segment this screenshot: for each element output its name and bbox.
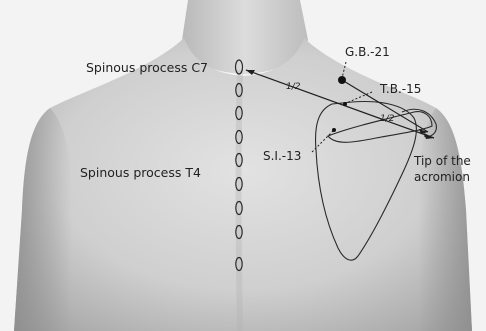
label-tb15: T.B.-15 xyxy=(379,82,421,96)
label-spinous-t4: Spinous process T4 xyxy=(80,165,201,180)
label-acromion-line1: Tip of the xyxy=(413,154,471,168)
label-half-right: 1/2 xyxy=(380,114,395,124)
label-gb21: G.B.-21 xyxy=(345,45,390,59)
label-si13: S.I.-13 xyxy=(263,149,301,163)
point-gb21 xyxy=(338,76,346,84)
point-tb15 xyxy=(343,102,347,106)
label-spinous-c7: Spinous process C7 xyxy=(86,60,208,75)
point-si13 xyxy=(332,128,336,132)
label-acromion-line2: acromion xyxy=(414,170,470,184)
spine-groove xyxy=(239,70,241,331)
label-half-left: 1/2 xyxy=(286,82,301,92)
